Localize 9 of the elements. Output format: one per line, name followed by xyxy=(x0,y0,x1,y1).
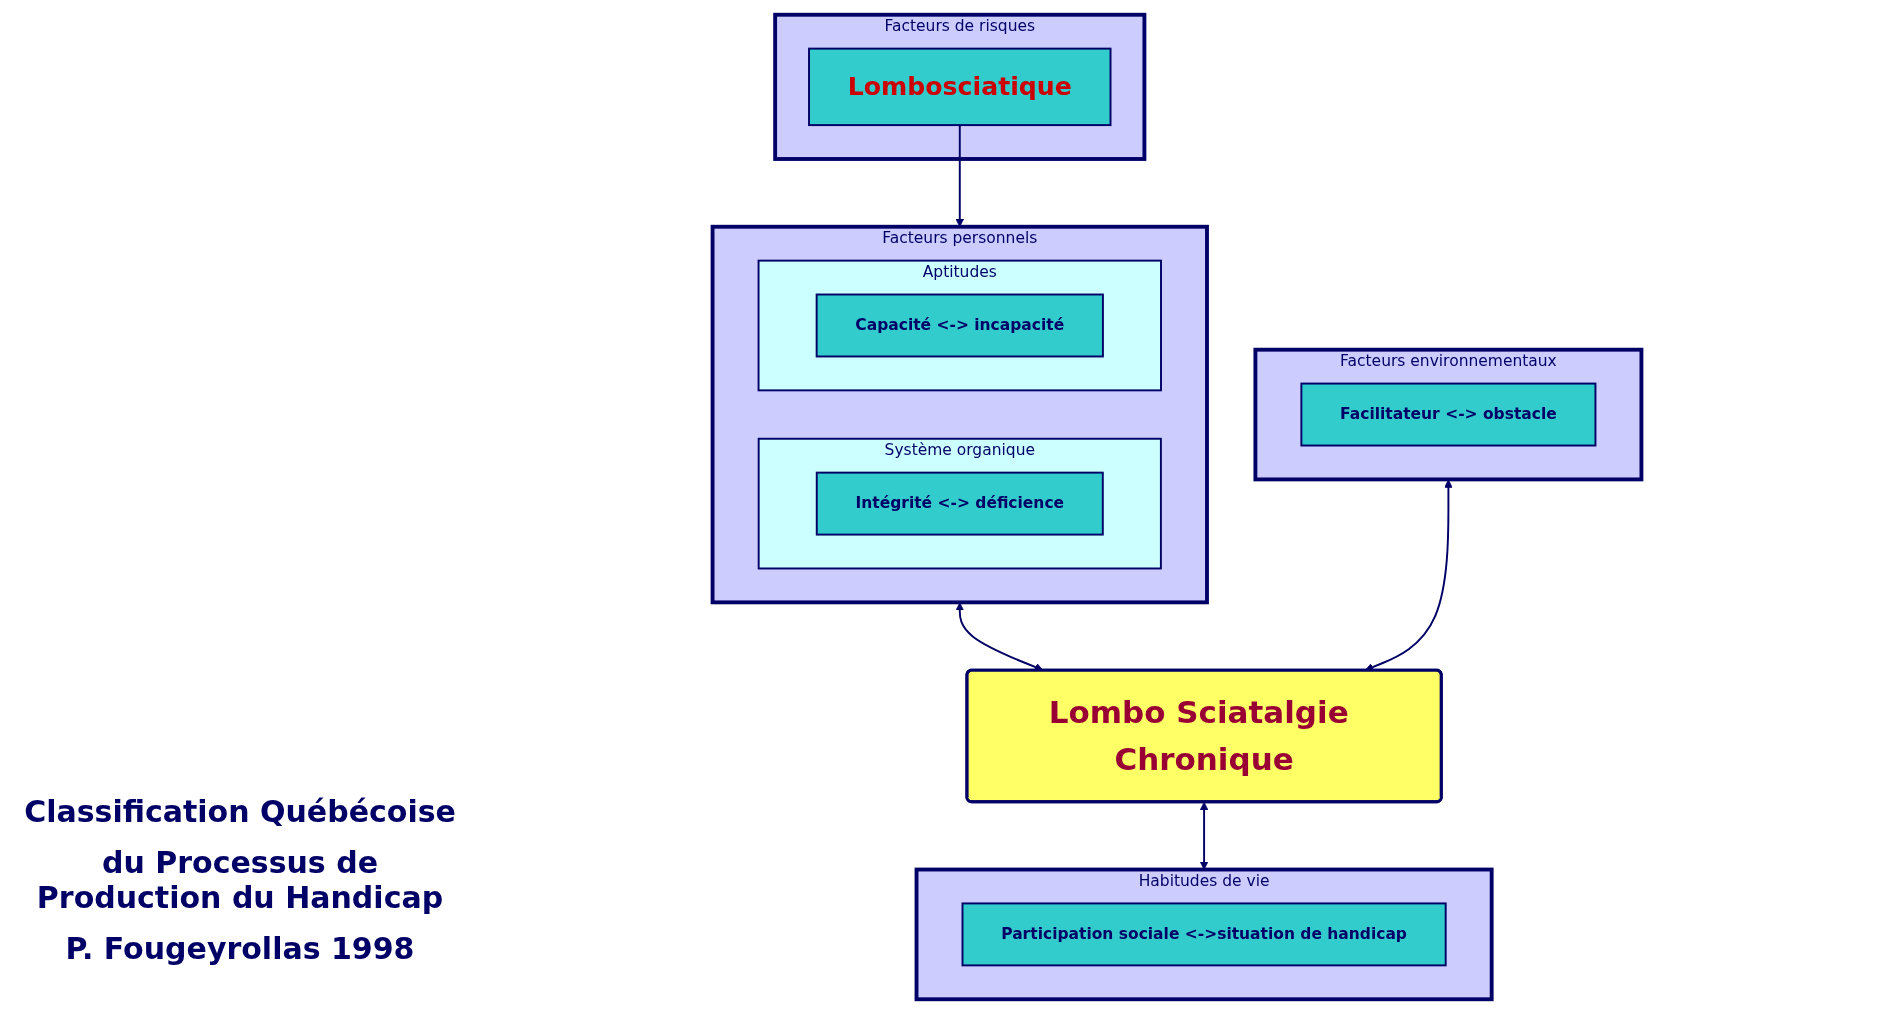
caption-text: P. Fougeyrollas 1998 xyxy=(65,931,415,966)
node-box: Lombosciatique xyxy=(808,47,1112,127)
arrow xyxy=(1199,801,1209,870)
node-box: Capacité <-> incapacité xyxy=(815,293,1104,358)
caption-text: du Processus de Production du Handicap xyxy=(35,845,445,915)
caption-text: Classification Québécoise xyxy=(24,794,456,829)
node-box: Participation sociale <->situation de handicap xyxy=(961,902,1447,967)
node-box: Facilitateur <-> obstacle xyxy=(1300,382,1597,447)
node-box: Intégrité <-> déficience xyxy=(815,471,1104,536)
